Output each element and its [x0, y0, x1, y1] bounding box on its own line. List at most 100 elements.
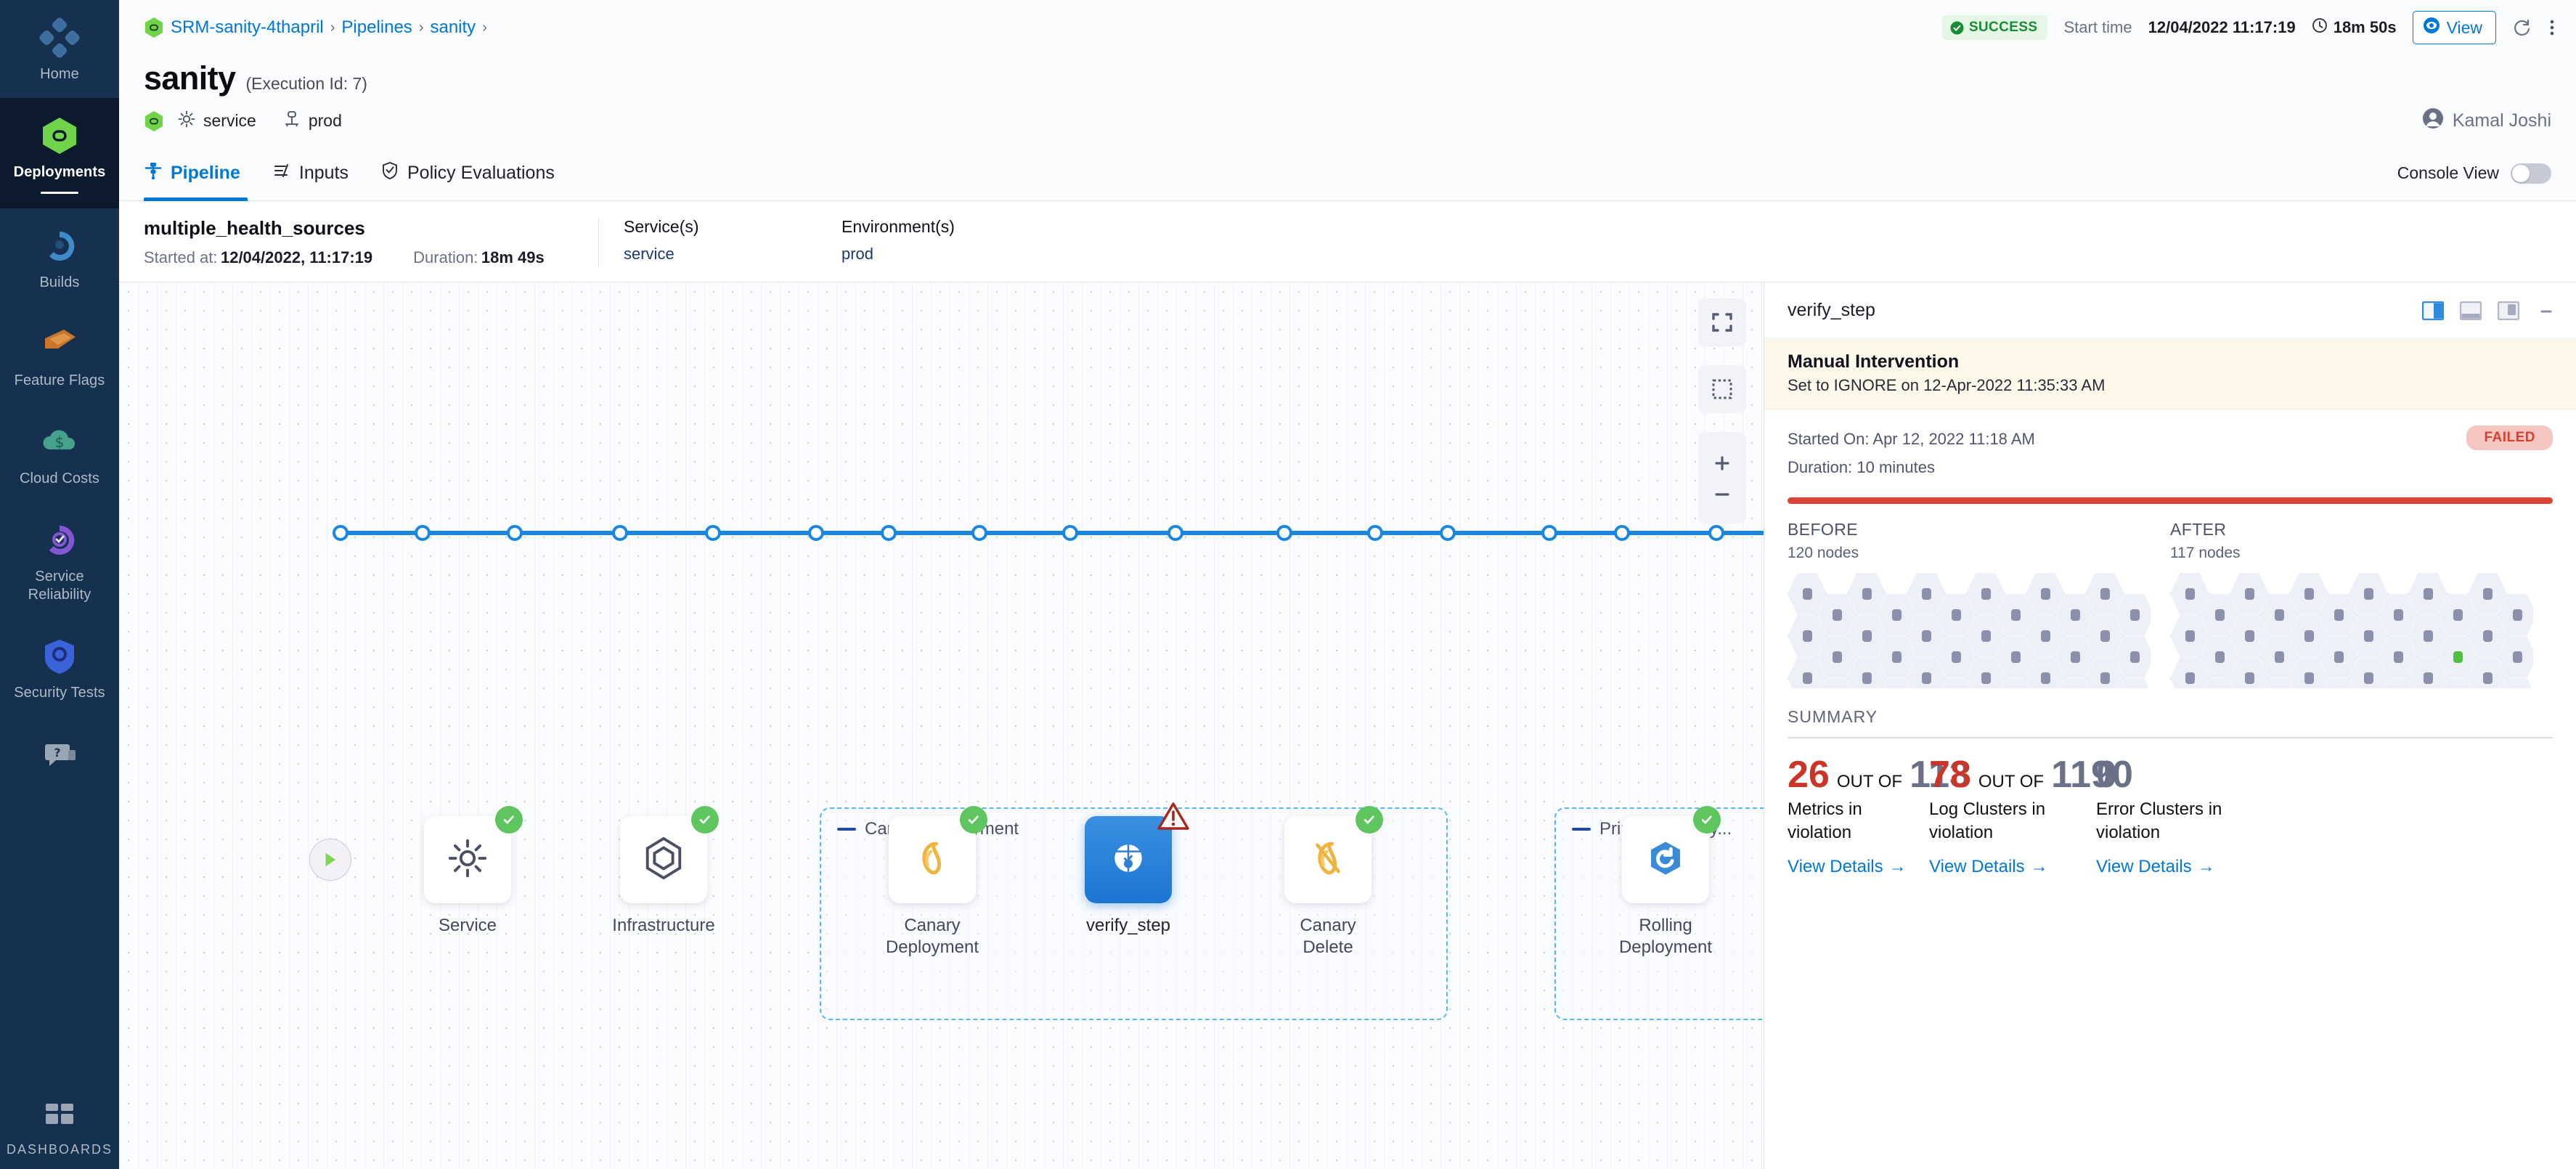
node-canary-deployment[interactable]: Canary Deployment: [886, 806, 987, 958]
services-value[interactable]: service: [624, 245, 674, 263]
sidebar-item-builds[interactable]: Builds: [0, 208, 119, 306]
sidebar-item-cloud-costs[interactable]: $ Cloud Costs: [0, 404, 119, 502]
header-actions: SUCCESS Start time 12/04/2022 11:17:19 1…: [1941, 11, 2556, 44]
sidebar-item-service-reliability[interactable]: Service Reliability: [0, 502, 119, 619]
summary-metrics-value: 26: [1788, 754, 1830, 796]
node-tile[interactable]: [1085, 802, 1189, 903]
hex-node-dot: [2100, 588, 2110, 600]
view-button[interactable]: View: [2412, 11, 2496, 44]
switch-knob: [2512, 164, 2530, 182]
sidebar-item-label: Service Reliability: [28, 569, 91, 603]
hex-node-dot: [2423, 588, 2433, 600]
sidebar-item-feature-flags[interactable]: Feature Flags: [0, 306, 119, 404]
notice-subtitle: Set to IGNORE on 12-Apr-2022 11:35:33 AM: [1788, 376, 2106, 394]
summary-logs-figure: 78 OUT OF 1190: [1929, 756, 2133, 794]
infrastructure-hexagon-icon: [641, 836, 686, 884]
minimize-icon[interactable]: [2535, 301, 2557, 320]
zoom-out-icon[interactable]: [1710, 489, 1735, 502]
view-details-metrics[interactable]: View Details →: [1788, 857, 1907, 877]
view-details-label: View Details: [2096, 856, 2192, 876]
canary-bird-icon: [911, 837, 953, 883]
started-at-label: Started at:: [144, 248, 218, 266]
before-node-count: 120 nodes: [1788, 545, 1859, 561]
breadcrumb-link-sanity[interactable]: sanity: [430, 17, 476, 37]
status-badge-label: SUCCESS: [1968, 20, 2038, 35]
node-canary-delete[interactable]: Canary Delete: [1284, 806, 1383, 958]
hex-node-dot: [2185, 588, 2195, 600]
node-tile[interactable]: [889, 806, 987, 903]
fit-screen-icon[interactable]: [1698, 298, 1746, 346]
view-details-errors[interactable]: View Details →: [2096, 857, 2215, 877]
zoom-in-icon[interactable]: [1710, 454, 1735, 476]
node-rolling-deployment[interactable]: Rolling Deployment: [1619, 806, 1721, 958]
hex-node-dot: [2214, 609, 2225, 621]
hex-node-dot: [2363, 630, 2373, 642]
panel-right-icon[interactable]: [2421, 301, 2445, 320]
select-area-icon[interactable]: [1698, 365, 1746, 413]
view-details-logs[interactable]: View Details →: [1929, 857, 2048, 877]
pipeline-start-node[interactable]: [309, 839, 351, 881]
zoom-controls[interactable]: [1698, 432, 1746, 524]
deployments-hexagon-icon: [144, 17, 164, 38]
refresh-icon[interactable]: [2512, 17, 2532, 38]
chip-environment[interactable]: prod: [282, 110, 342, 133]
security-tests-icon: [39, 636, 80, 677]
hex-node-dot: [2244, 630, 2254, 642]
hex-node-dot: [1862, 672, 1872, 684]
sidebar-help-button[interactable]: ?: [0, 717, 119, 789]
sidebar-item-dashboards[interactable]: DASHBOARDS: [0, 1076, 119, 1169]
hex-node-dot: [2363, 672, 2373, 684]
step-details-panel: verify_step: [1764, 282, 2576, 1169]
status-warning-icon: [1157, 802, 1189, 834]
panel-bottom-icon[interactable]: [2459, 301, 2482, 320]
svg-text:?: ?: [54, 746, 60, 759]
panel-title: verify_step: [1788, 300, 1875, 320]
summary-columns: 26 OUT OF 113 Metrics in violation View …: [1788, 738, 2553, 877]
breadcrumb-link-project[interactable]: SRM-sanity-4thapril: [171, 17, 324, 37]
console-view-switch[interactable]: [2511, 163, 2551, 184]
breadcrumb-link-pipelines[interactable]: Pipelines: [341, 17, 412, 37]
hex-node-dot: [2453, 609, 2463, 621]
tab-pipeline[interactable]: Pipeline: [144, 146, 256, 201]
hex-node-dot: [2244, 588, 2254, 600]
connector-lines: [333, 525, 1764, 541]
success-check-icon: [1950, 21, 1964, 35]
services-header: Service(s): [624, 217, 699, 236]
execution-meta: Started at: 12/04/2022, 11:17:19 Duratio…: [144, 248, 594, 267]
sidebar-item-deployments[interactable]: Deployments: [0, 98, 119, 208]
tab-inputs[interactable]: Inputs: [256, 146, 364, 200]
environments-value[interactable]: prod: [841, 245, 874, 263]
summary-metrics: 26 OUT OF 113 Metrics in violation View …: [1788, 754, 1970, 877]
summary-metrics-figure: 26 OUT OF 113: [1788, 754, 1970, 796]
sidebar-item-label: Cloud Costs: [19, 471, 100, 486]
panel-float-icon[interactable]: [2497, 301, 2520, 320]
before-hex-grid[interactable]: [1788, 572, 2151, 688]
tab-policy-evaluations[interactable]: Policy Evaluations: [364, 146, 571, 200]
node-service[interactable]: Service: [424, 806, 523, 937]
hex-node-dot: [2070, 651, 2080, 663]
sidebar-item-security-tests[interactable]: Security Tests: [0, 619, 119, 717]
user-menu[interactable]: Kamal Joshi: [2422, 107, 2551, 134]
chip-service[interactable]: service: [177, 110, 256, 133]
run-duration: Duration: 10 minutes: [1788, 457, 1935, 476]
console-view-toggle[interactable]: Console View: [2397, 146, 2551, 200]
node-tile[interactable]: [1284, 806, 1383, 903]
after-node-count: 117 nodes: [2170, 545, 2241, 561]
hex-node-dot: [2214, 651, 2225, 663]
pipeline-canvas[interactable]: Canary Deployment Primary Deploy...: [119, 282, 1764, 1169]
before-after-row: BEFORE 120 nodes AFTER 117 nodes: [1764, 504, 2576, 688]
after-hex-grid[interactable]: [2170, 572, 2533, 688]
node-tile[interactable]: [620, 806, 719, 903]
more-vertical-icon[interactable]: [2548, 17, 2556, 38]
duration-value: 18m 49s: [481, 248, 545, 266]
node-tile[interactable]: [424, 806, 523, 903]
node-label: Infrastructure: [612, 916, 715, 935]
service-reliability-icon: [39, 520, 80, 561]
sidebar-item-home[interactable]: Home: [0, 0, 119, 98]
hex-node-dot: [2393, 609, 2403, 621]
node-tile[interactable]: [1622, 806, 1721, 903]
services-column: Service(s) service: [599, 217, 817, 264]
node-verify-step[interactable]: verify_step: [1085, 802, 1189, 937]
chip-label: prod: [308, 111, 342, 130]
node-infrastructure[interactable]: Infrastructure: [612, 806, 719, 937]
